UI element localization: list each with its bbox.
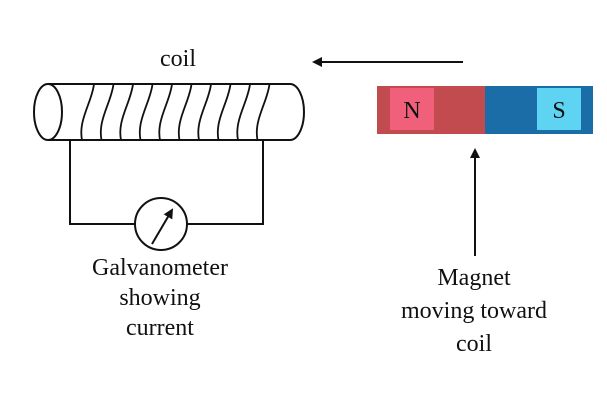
coil-winding <box>197 83 212 141</box>
coil-winding <box>80 83 95 141</box>
galvanometer-caption: Galvanometer showing current <box>92 255 228 341</box>
magnet-caption-line-1: Magnet <box>437 265 511 291</box>
coil-winding <box>119 83 134 141</box>
coil-winding <box>216 83 232 141</box>
coil-windings <box>80 83 271 141</box>
coil-winding <box>236 83 251 141</box>
bar-magnet: N S <box>377 86 593 134</box>
magnet-caption-line-3: coil <box>456 331 492 357</box>
galvanometer-caption-line-1: Galvanometer <box>92 255 228 281</box>
magnet-caption: Magnet moving toward coil <box>401 265 547 357</box>
south-pole-box <box>537 88 581 130</box>
circuit-wire <box>69 140 264 225</box>
magnet-caption-line-2: moving toward <box>401 298 547 324</box>
north-pole-box <box>390 88 434 130</box>
coil-winding <box>177 83 193 141</box>
coil-cylinder <box>33 83 305 141</box>
galvanometer-dial <box>134 197 188 251</box>
coil-winding <box>158 83 173 141</box>
coil-winding <box>138 83 154 141</box>
galvanometer-needle-icon <box>151 208 174 245</box>
galvanometer-caption-line-3: current <box>126 315 194 341</box>
galvanometer <box>134 197 188 251</box>
south-pole-label: S <box>552 98 565 124</box>
galvanometer-caption-line-2: showing <box>119 285 200 311</box>
north-pole-label: N <box>403 98 420 124</box>
coil-winding <box>255 83 271 141</box>
coil-label: coil <box>160 46 196 72</box>
coil-winding <box>99 83 115 141</box>
